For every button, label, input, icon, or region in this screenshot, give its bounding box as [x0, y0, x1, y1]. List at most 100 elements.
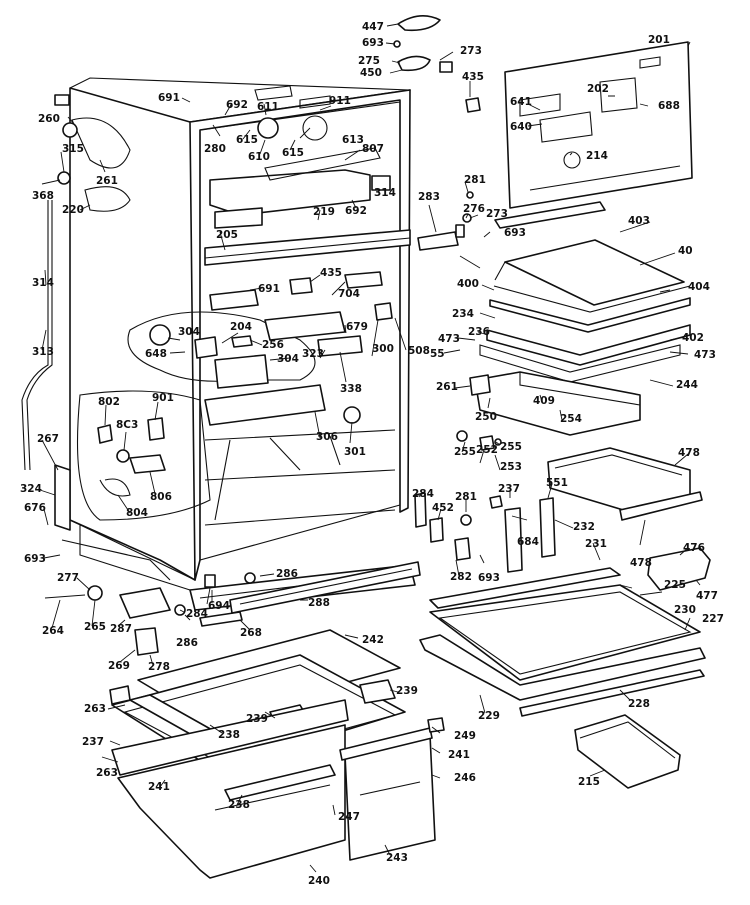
label-220: 220 [62, 204, 84, 216]
label-219: 219 [313, 206, 335, 218]
label-238: 238 [218, 729, 240, 741]
label-400: 400 [457, 278, 479, 290]
label-806: 806 [150, 491, 172, 503]
label-640: 640 [510, 121, 532, 133]
label-231: 231 [585, 538, 607, 550]
meat-pan-250 [469, 371, 641, 436]
label-450: 450 [360, 67, 382, 79]
label-264: 264 [42, 625, 64, 637]
label-693b: 693 [504, 227, 526, 239]
label-260: 260 [38, 113, 60, 125]
label-613: 613 [342, 134, 364, 146]
label-803: 8C3 [116, 419, 138, 431]
label-237: 237 [498, 483, 520, 495]
dairy-bin-476 [647, 547, 711, 591]
drawer-215 [574, 714, 681, 789]
label-277: 277 [57, 572, 79, 584]
base-grille-288 [229, 561, 421, 614]
label-473: 473 [438, 333, 460, 345]
label-611: 611 [257, 101, 279, 113]
label-477: 477 [696, 590, 718, 602]
label-688: 688 [658, 100, 680, 112]
label-234: 234 [452, 308, 474, 320]
label-435: 435 [462, 71, 484, 83]
label-648: 648 [145, 348, 167, 360]
label-265: 265 [84, 621, 106, 633]
label-263: 263 [84, 703, 106, 715]
label-55: 55 [430, 348, 445, 360]
label-261: 261 [96, 175, 118, 187]
label-201: 201 [648, 34, 670, 46]
label-244: 244 [676, 379, 698, 391]
label-249: 249 [454, 730, 476, 742]
label-241b: 241 [448, 749, 470, 761]
label-692b: 692 [345, 205, 367, 217]
lower-shelf-230 [419, 567, 706, 717]
label-40: 40 [678, 245, 693, 257]
label-281b: 281 [455, 491, 477, 503]
label-476: 476 [683, 542, 705, 554]
water-line-assembly [21, 94, 131, 471]
label-273b: 273 [486, 208, 508, 220]
label-478b: 478 [630, 557, 652, 569]
label-404: 404 [688, 281, 710, 293]
label-239b: 239 [246, 713, 268, 725]
label-288: 288 [308, 597, 330, 609]
label-551: 551 [546, 477, 568, 489]
label-228: 228 [628, 698, 650, 710]
label-306: 306 [316, 431, 338, 443]
label-610: 610 [248, 151, 270, 163]
label-278: 278 [148, 661, 170, 673]
label-684: 684 [517, 536, 539, 548]
label-237b: 237 [82, 736, 104, 748]
label-240: 240 [308, 875, 330, 887]
label-239: 239 [396, 685, 418, 697]
label-694: 694 [208, 600, 230, 612]
label-447: 447 [362, 21, 384, 33]
label-301: 301 [344, 446, 366, 458]
label-300: 300 [372, 343, 394, 355]
label-286: 286 [276, 568, 298, 580]
label-286b: 286 [176, 637, 198, 649]
label-283: 283 [418, 191, 440, 203]
label-313: 313 [32, 346, 54, 358]
label-804: 804 [126, 507, 148, 519]
label-409: 409 [533, 395, 555, 407]
label-304b: 304 [277, 353, 299, 365]
part-labels: 447 693 273 275 450 435 201 202 641 688 … [20, 21, 724, 887]
label-267: 267 [37, 433, 59, 445]
upper-shelves [479, 201, 691, 383]
label-238b: 238 [228, 799, 250, 811]
label-247: 247 [338, 811, 360, 823]
freezer-baskets [109, 685, 445, 879]
label-242: 242 [362, 634, 384, 646]
label-403: 403 [628, 215, 650, 227]
label-704: 704 [338, 288, 360, 300]
label-253: 253 [500, 461, 522, 473]
label-230: 230 [674, 604, 696, 616]
label-243: 243 [386, 852, 408, 864]
label-246: 246 [454, 772, 476, 784]
label-911: 911 [329, 95, 351, 107]
label-268: 268 [240, 627, 262, 639]
label-202: 202 [587, 83, 609, 95]
label-281: 281 [464, 174, 486, 186]
label-204: 204 [230, 321, 252, 333]
label-338: 338 [340, 383, 362, 395]
label-214: 214 [586, 150, 608, 162]
label-615: 615 [236, 134, 258, 146]
door-bin-478 [547, 447, 703, 521]
label-691b: 691 [258, 283, 280, 295]
label-263b: 263 [96, 767, 118, 779]
control-cutout [76, 311, 316, 521]
label-304: 304 [178, 326, 200, 338]
label-282: 282 [450, 571, 472, 583]
label-241: 241 [148, 781, 170, 793]
label-693c: 693 [24, 553, 46, 565]
label-254: 254 [560, 413, 582, 425]
label-901: 901 [152, 392, 174, 404]
label-284b: 284 [186, 608, 208, 620]
cabinet-shell [54, 77, 411, 591]
label-280: 280 [204, 143, 226, 155]
